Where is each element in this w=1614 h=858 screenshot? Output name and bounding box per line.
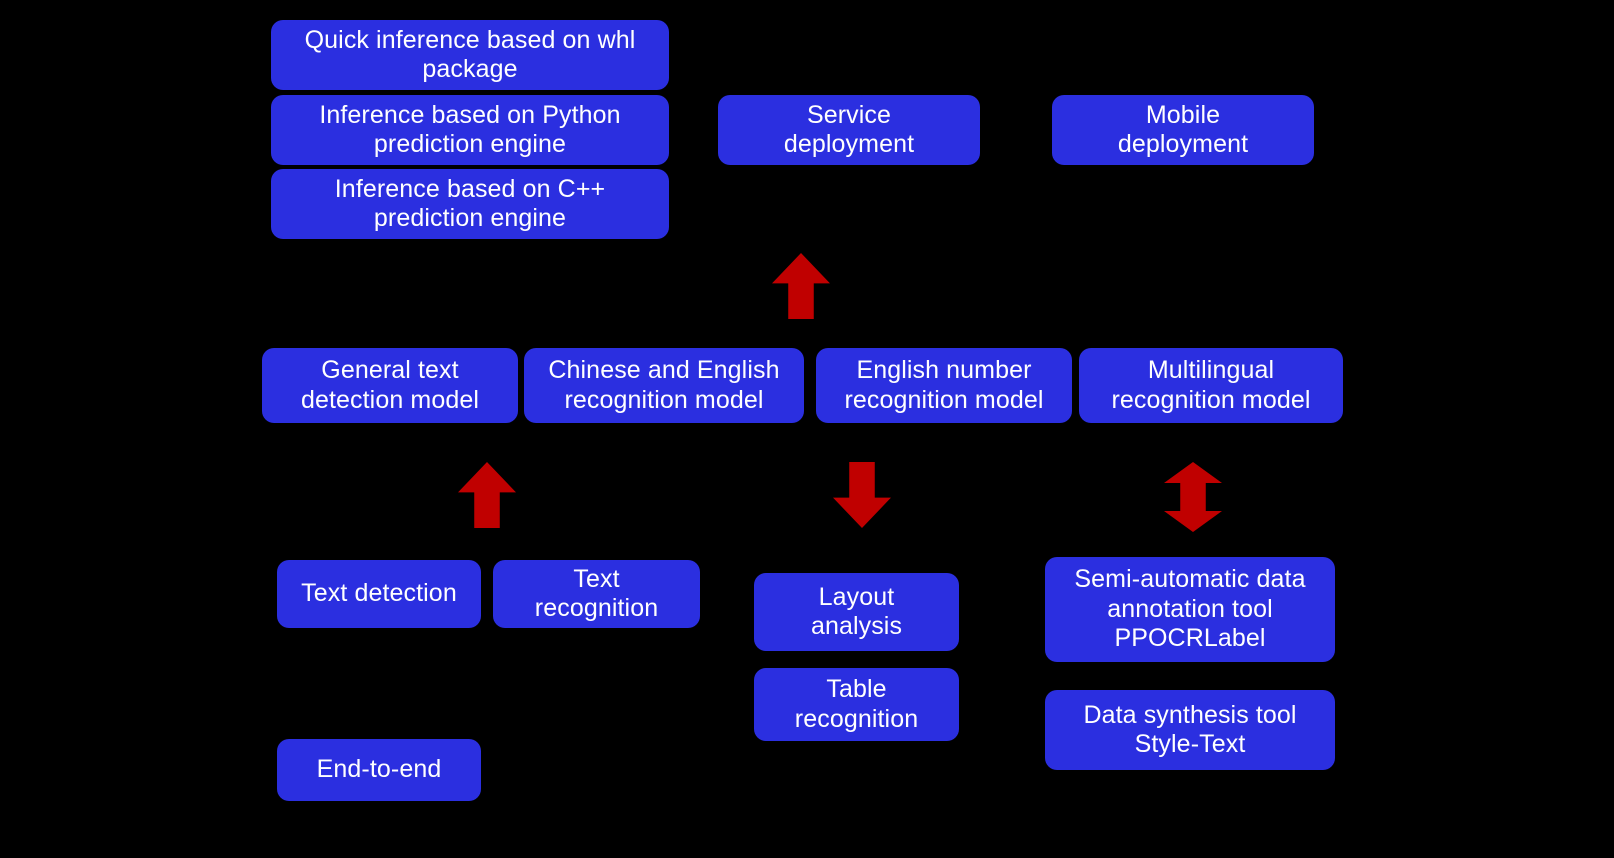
node-english-number-recognition-model[interactable]: English number recognition model: [816, 348, 1072, 423]
node-chinese-english-recognition-model[interactable]: Chinese and English recognition model: [524, 348, 804, 423]
node-label: Inference based on Python prediction eng…: [319, 100, 621, 159]
node-label: Inference based on C++ prediction engine: [334, 174, 606, 233]
node-label: Text recognition: [534, 564, 659, 623]
arrow-models-to-layout: [833, 462, 891, 528]
node-table-recognition[interactable]: Table recognition: [754, 668, 959, 741]
node-label: General text detection model: [300, 356, 479, 414]
node-end-to-end[interactable]: End-to-end: [277, 739, 481, 801]
node-label: Table recognition: [794, 675, 919, 733]
node-label: Layout analysis: [810, 582, 903, 641]
node-label: Text detection: [301, 579, 457, 608]
node-text-detection[interactable]: Text detection: [277, 560, 481, 628]
node-label: Semi-automatic data annotation tool PPOC…: [1074, 565, 1306, 653]
node-label: Data synthesis tool Style-Text: [1083, 700, 1297, 759]
node-general-text-detection-model[interactable]: General text detection model: [262, 348, 518, 423]
node-label: End-to-end: [316, 755, 442, 784]
arrow-models-to-deployment: [772, 253, 830, 319]
node-service-deployment[interactable]: Service deployment: [718, 95, 980, 165]
node-mobile-deployment[interactable]: Mobile deployment: [1052, 95, 1314, 165]
node-label: Chinese and English recognition model: [548, 356, 780, 414]
node-text-recognition[interactable]: Text recognition: [493, 560, 700, 628]
node-cpp-inference[interactable]: Inference based on C++ prediction engine: [271, 169, 669, 239]
node-label: Mobile deployment: [1117, 100, 1249, 159]
node-multilingual-recognition-model[interactable]: Multilingual recognition model: [1079, 348, 1343, 423]
node-label: Service deployment: [783, 100, 915, 159]
node-label: Multilingual recognition model: [1111, 356, 1311, 414]
node-style-text-tool[interactable]: Data synthesis tool Style-Text: [1045, 690, 1335, 770]
node-label: English number recognition model: [844, 356, 1044, 414]
node-layout-analysis[interactable]: Layout analysis: [754, 573, 959, 651]
node-whl-inference[interactable]: Quick inference based on whl package: [271, 20, 669, 90]
node-ppocrlabel-tool[interactable]: Semi-automatic data annotation tool PPOC…: [1045, 557, 1335, 662]
node-python-inference[interactable]: Inference based on Python prediction eng…: [271, 95, 669, 165]
node-label: Quick inference based on whl package: [304, 25, 636, 84]
arrow-detection-to-models: [458, 462, 516, 528]
arrow-models-tools-bidirectional: [1164, 462, 1222, 532]
